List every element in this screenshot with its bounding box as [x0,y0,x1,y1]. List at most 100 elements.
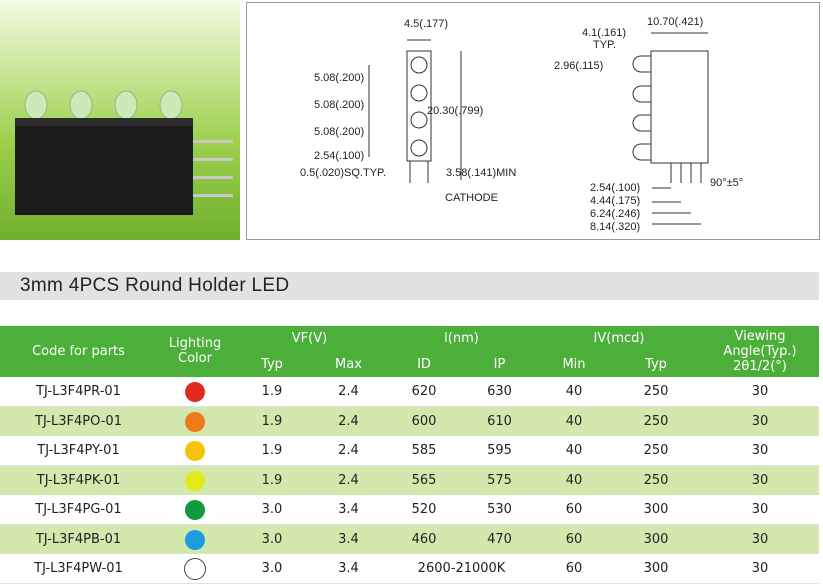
iv-typ: 300 [611,524,701,554]
product-photo [0,0,240,240]
part-code: TJ-L3F4PW-01 [0,554,157,584]
dim-width: 4.5(.177) [404,18,448,30]
color-dot-icon [184,557,206,580]
dim-typ: TYP. [593,39,616,51]
dimension-drawing: 4.5(.177) 5.08(.200) 5.08(.200) 5.08(.20… [246,2,820,240]
wavelength-ip: 630 [462,377,537,407]
iv-min: 60 [537,524,611,554]
header-vf: VF(V) [233,326,386,351]
header-viewing-angle: Viewing Angle(Typ.) 2θ1/2(°) [701,326,819,377]
viewing-angle: 30 [701,524,819,554]
dim-dome: 2.96(.115) [554,60,603,72]
dim-angle: 90°±5° [710,177,743,189]
dim-d2: 4.44(.175) [590,195,640,207]
vf-typ: 3.0 [233,524,311,554]
spec-table: Code for parts Lighting VF(V) l(nm) IV(m… [0,326,819,584]
section-title-bar: 3mm 4PCS Round Holder LED [0,272,819,300]
dim-protrusion: 4.1(.161) [582,27,626,39]
header-code: Code for parts [0,326,157,377]
vf-typ: 3.0 [233,495,311,525]
dim-lead: 0.5(.020)SQ.TYP. [300,167,386,179]
part-code: TJ-L3F4PR-01 [0,377,157,407]
vf-max: 3.4 [311,524,386,554]
wavelength-ip: 595 [462,436,537,466]
header-id: ID [386,351,462,377]
vf-typ: 1.9 [233,465,311,495]
color-dot-icon [185,381,205,402]
dim-pitch-1: 5.08(.200) [314,72,364,84]
viewing-angle: 30 [701,377,819,407]
header-iv-min: Min [537,351,611,377]
viewing-angle: 30 [701,465,819,495]
iv-typ: 250 [611,436,701,466]
wavelength-id: 565 [386,465,462,495]
header-ip: IP [462,351,537,377]
iv-min: 40 [537,377,611,407]
iv-typ: 300 [611,495,701,525]
viewing-angle: 30 [701,495,819,525]
wavelength-id: 520 [386,495,462,525]
dim-d1: 2.54(.100) [590,182,640,194]
dim-lead-length: 3.58(.141)MIN [446,167,516,179]
part-code: TJ-L3F4PY-01 [0,436,157,466]
wavelength-ip: 470 [462,524,537,554]
dim-bottom: 2.54(.100) [314,150,364,162]
dim-pitch-3: 5.08(.200) [314,126,364,138]
iv-min: 60 [537,495,611,525]
led-holder-image [15,90,233,215]
vf-max: 2.4 [311,465,386,495]
header-lnm: l(nm) [386,326,537,351]
iv-typ: 250 [611,465,701,495]
wavelength-range: 2600-21000K [386,554,537,584]
part-code: TJ-L3F4PO-01 [0,406,157,436]
color-dot-icon [185,499,205,520]
color-cell [157,495,233,525]
part-code: TJ-L3F4PK-01 [0,465,157,495]
header-vf-max: Max [311,351,386,377]
vf-max: 2.4 [311,377,386,407]
color-cell [157,436,233,466]
color-dot-icon [185,470,205,491]
wavelength-id: 620 [386,377,462,407]
header-view-line2: Angle(Typ.) [723,344,797,359]
dim-d3: 6.24(.246) [590,208,640,220]
vf-max: 2.4 [311,406,386,436]
color-cell [157,554,233,584]
wavelength-ip: 575 [462,465,537,495]
color-cell [157,524,233,554]
iv-min: 40 [537,406,611,436]
dim-height: 20.30(.799) [427,105,483,117]
dim-d4: 8.14(.320) [590,221,640,233]
iv-min: 40 [537,436,611,466]
vf-max: 3.4 [311,495,386,525]
iv-typ: 300 [611,554,701,584]
header-lighting: Lighting [157,326,233,351]
color-dot-icon [185,529,205,550]
header-iv: IV(mcd) [537,326,701,351]
color-dot-icon [185,411,205,432]
dim-pitch-2: 5.08(.200) [314,99,364,111]
header-color: Color [157,351,233,377]
color-cell [157,377,233,407]
wavelength-id: 460 [386,524,462,554]
vf-typ: 1.9 [233,406,311,436]
color-cell [157,406,233,436]
header-vf-typ: Typ [233,351,311,377]
cathode-label: CATHODE [445,192,498,204]
header-view-line1: Viewing [734,329,786,344]
vf-typ: 1.9 [233,377,311,407]
iv-typ: 250 [611,377,701,407]
header-iv-typ: Typ [611,351,701,377]
header-view-line3: 2θ1/2(°) [733,359,787,374]
viewing-angle: 30 [701,554,819,584]
vf-typ: 3.0 [233,554,311,584]
wavelength-ip: 530 [462,495,537,525]
color-dot-icon [185,440,205,461]
part-code: TJ-L3F4PB-01 [0,524,157,554]
